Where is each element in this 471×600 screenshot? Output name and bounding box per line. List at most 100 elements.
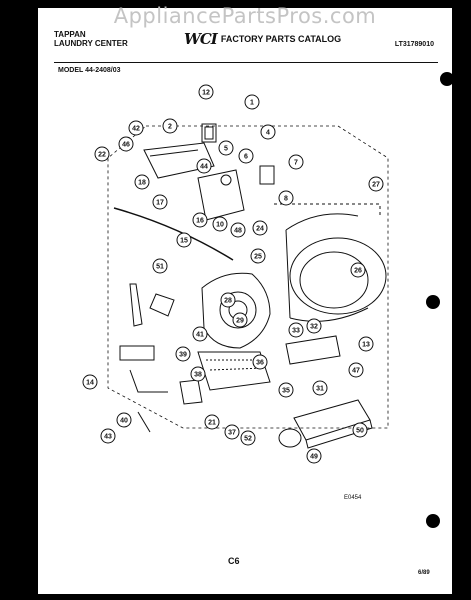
callout-bubble (278, 382, 294, 398)
callout-bubble (175, 346, 191, 362)
callout-bubble (100, 428, 116, 444)
callout-bubble (190, 366, 206, 382)
callout-35: 35 (278, 382, 294, 398)
callout-number: 33 (292, 328, 300, 335)
callout-number: 46 (122, 142, 130, 149)
callout-bubble (288, 322, 304, 338)
callout-42: 42 (128, 120, 144, 136)
callout-14: 14 (82, 374, 98, 390)
parts-catalog-page: TAPPAN LAUNDRY CENTER WCI FACTORY PARTS … (38, 8, 452, 594)
catalog-title-block: WCI FACTORY PARTS CATALOG (184, 30, 341, 48)
callout-number: 27 (372, 182, 380, 189)
callout-bubble (306, 318, 322, 334)
model-number: MODEL 44-2408/03 (58, 67, 121, 74)
callout-28: 28 (220, 292, 236, 308)
callout-4: 4 (260, 124, 276, 140)
callout-bubble (278, 190, 294, 206)
callout-12: 12 (198, 84, 214, 100)
callout-bubble (192, 326, 208, 342)
binder-hole-middle (426, 295, 440, 309)
callout-number: 24 (256, 226, 264, 233)
callout-number: 32 (310, 324, 318, 331)
callout-bubble (220, 292, 236, 308)
page-number: C6 (228, 556, 240, 566)
callout-number: 13 (362, 342, 370, 349)
callout-27: 27 (368, 176, 384, 192)
callout-number: 50 (356, 428, 364, 435)
callout-40: 40 (116, 412, 132, 428)
callout-17: 17 (152, 194, 168, 210)
callout-51: 51 (152, 258, 168, 274)
print-date: 6/89 (418, 570, 430, 576)
callout-24: 24 (252, 220, 268, 236)
callout-number: 4 (266, 130, 270, 137)
header-brand-block: TAPPAN LAUNDRY CENTER (54, 30, 128, 48)
callout-21: 21 (204, 414, 220, 430)
callout-bubble (312, 380, 328, 396)
header-rule (54, 62, 438, 63)
callout-bubble (198, 84, 214, 100)
callout-number: 35 (282, 388, 290, 395)
callout-bubble (218, 140, 234, 156)
callout-number: 47 (352, 368, 360, 375)
callout-number: 17 (156, 200, 164, 207)
callout-number: 43 (104, 434, 112, 441)
callout-number: 10 (216, 222, 224, 229)
callout-number: 44 (200, 164, 208, 171)
callout-13: 13 (358, 336, 374, 352)
callout-number: 49 (310, 454, 318, 461)
callout-15: 15 (176, 232, 192, 248)
callout-25: 25 (250, 248, 266, 264)
callout-number: 39 (179, 352, 187, 359)
exploded-parts-diagram: 1245678101213141516171821222425262728293… (82, 84, 389, 464)
callout-bubble (368, 176, 384, 192)
callout-8: 8 (278, 190, 294, 206)
callout-44: 44 (196, 158, 212, 174)
callout-bubble (94, 146, 110, 162)
callout-bubble (352, 422, 368, 438)
callout-bubble (192, 212, 208, 228)
callout-5: 5 (218, 140, 234, 156)
callout-number: 1 (250, 100, 254, 107)
callout-bubble (176, 232, 192, 248)
callout-1: 1 (244, 94, 260, 110)
callout-number: 51 (156, 264, 164, 271)
callout-bubble (306, 448, 322, 464)
callout-36: 36 (252, 354, 268, 370)
callout-number: 40 (120, 418, 128, 425)
callout-bubble (224, 424, 240, 440)
callout-26: 26 (350, 262, 366, 278)
callout-bubble (82, 374, 98, 390)
callout-number: 52 (244, 436, 252, 443)
callout-7: 7 (288, 154, 304, 170)
diagram-code: E0454 (344, 495, 362, 501)
callout-bubble (230, 222, 246, 238)
callout-31: 31 (312, 380, 328, 396)
callout-29: 29 (232, 312, 248, 328)
callout-bubble (162, 118, 178, 134)
callout-number: 26 (354, 268, 362, 275)
callout-39: 39 (175, 346, 191, 362)
callout-49: 49 (306, 448, 322, 464)
catalog-number: LT31789010 (394, 41, 434, 48)
callout-33: 33 (288, 322, 304, 338)
callout-bubble (152, 258, 168, 274)
callout-18: 18 (134, 174, 150, 190)
callout-number: 38 (194, 372, 202, 379)
callout-50: 50 (352, 422, 368, 438)
callout-number: 18 (138, 180, 146, 187)
callout-bubble (196, 158, 212, 174)
callout-number: 7 (294, 160, 298, 167)
callout-number: 5 (224, 146, 228, 153)
callout-number: 12 (202, 90, 210, 97)
callout-bubble (128, 120, 144, 136)
callout-bubble (204, 414, 220, 430)
callout-number: 22 (98, 152, 106, 159)
callout-group: 1245678101213141516171821222425262728293… (82, 84, 384, 464)
brand-name: TAPPAN (54, 30, 86, 39)
callout-bubble (348, 362, 364, 378)
callout-number: 2 (168, 124, 172, 131)
callout-bubble (288, 154, 304, 170)
callout-number: 16 (196, 218, 204, 225)
callout-22: 22 (94, 146, 110, 162)
